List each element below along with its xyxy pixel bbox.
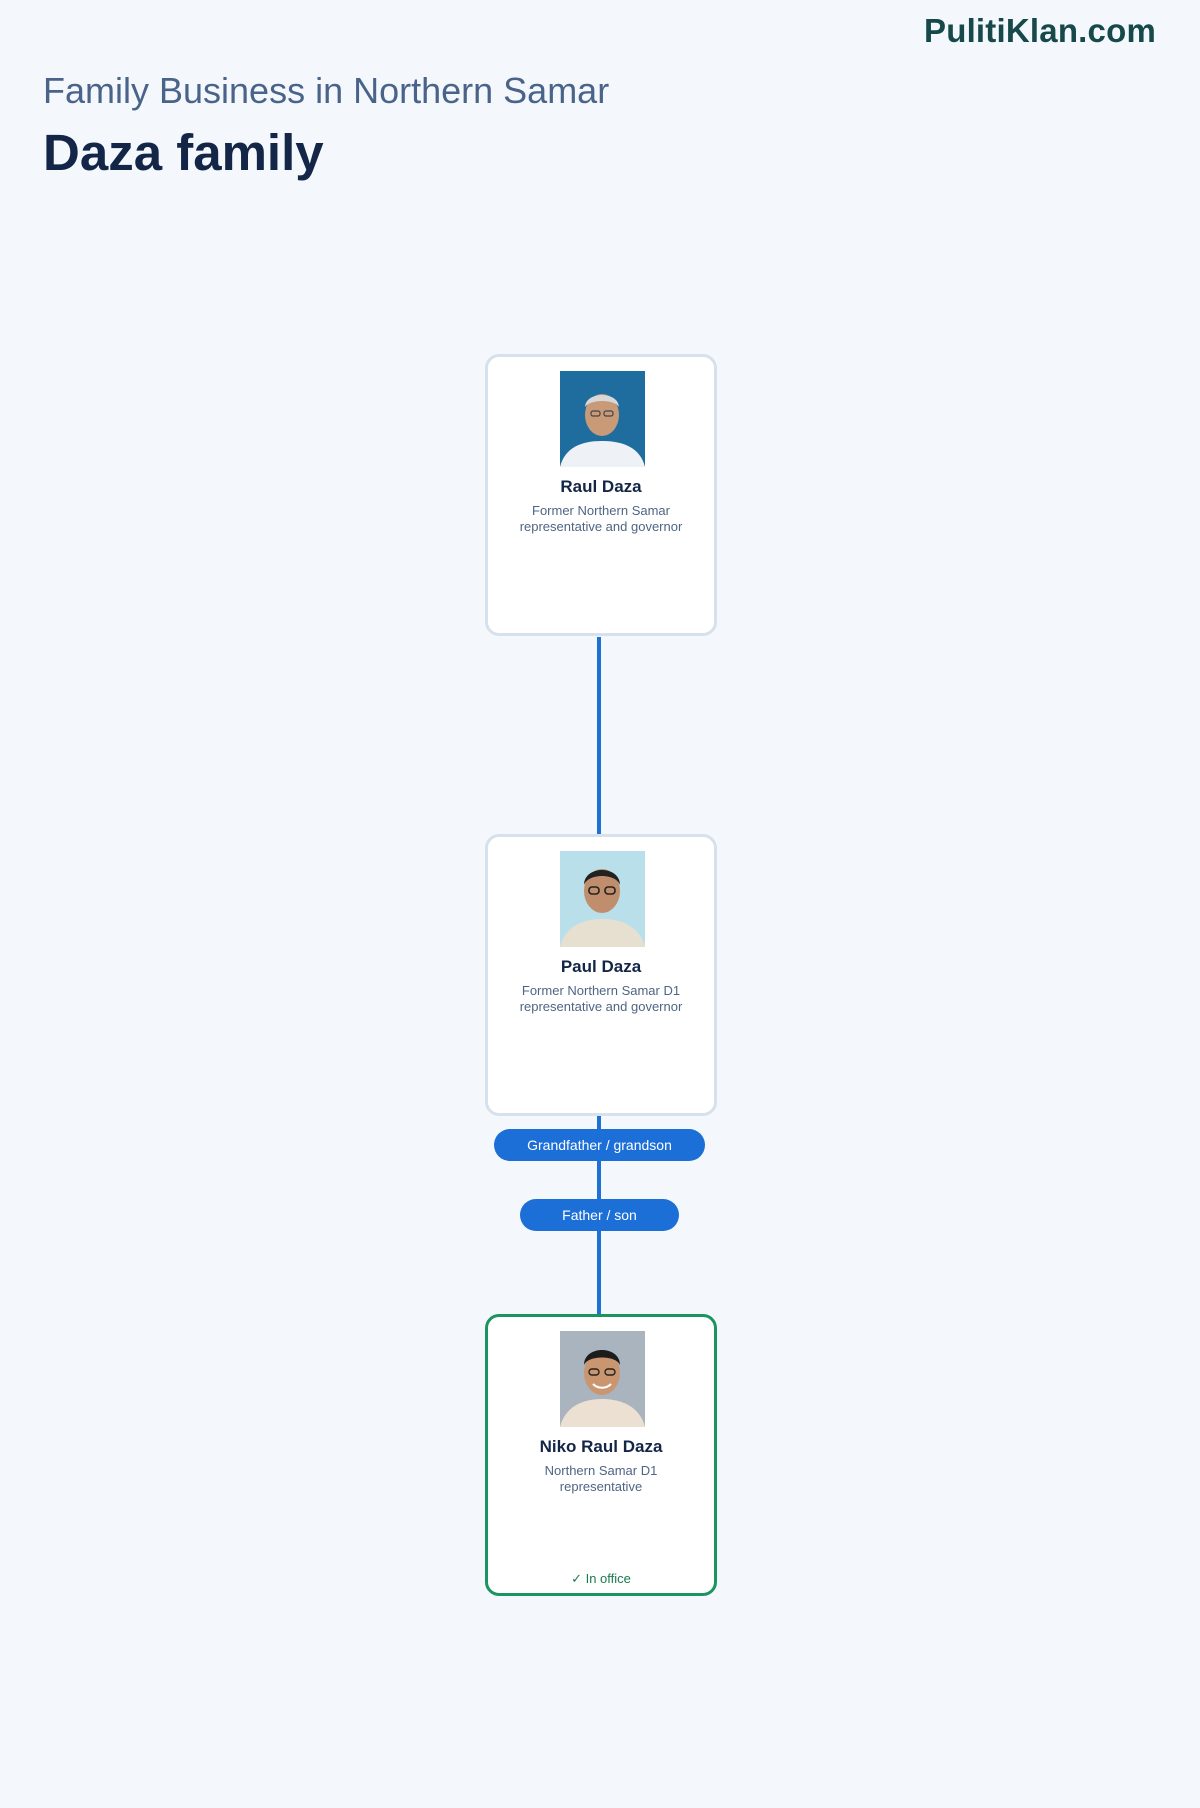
person-name: Raul Daza xyxy=(560,477,642,496)
relation-pill-father-son: Father / son xyxy=(520,1199,679,1231)
person-name: Niko Raul Daza xyxy=(539,1437,663,1456)
page-title: Daza family xyxy=(43,124,324,181)
person-name: Paul Daza xyxy=(560,957,642,976)
portrait-photo xyxy=(560,851,645,947)
page-subtitle: Family Business in Northern Samar xyxy=(43,70,610,111)
relation-pill-grandfather-grandson: Grandfather / grandson xyxy=(494,1129,705,1161)
person-card-raul-daza[interactable]: Raul Daza Former Northern Samar represen… xyxy=(485,354,717,636)
person-role: Former Northern Samar D1 representative … xyxy=(519,983,683,1014)
person-role: Northern Samar D1 representative xyxy=(544,1463,658,1494)
portrait-photo xyxy=(560,371,645,467)
person-card-niko-raul-daza[interactable]: Niko Raul Daza Northern Samar D1 represe… xyxy=(485,1314,717,1596)
portrait-photo xyxy=(560,1331,645,1427)
connector-raul-paul xyxy=(597,637,601,834)
person-card-paul-daza[interactable]: Paul Daza Former Northern Samar D1 repre… xyxy=(485,834,717,1116)
in-office-status: ✓ In office xyxy=(571,1571,631,1586)
site-brand: PulitiKlan.com xyxy=(924,12,1156,49)
person-role: Former Northern Samar representative and… xyxy=(519,503,683,534)
